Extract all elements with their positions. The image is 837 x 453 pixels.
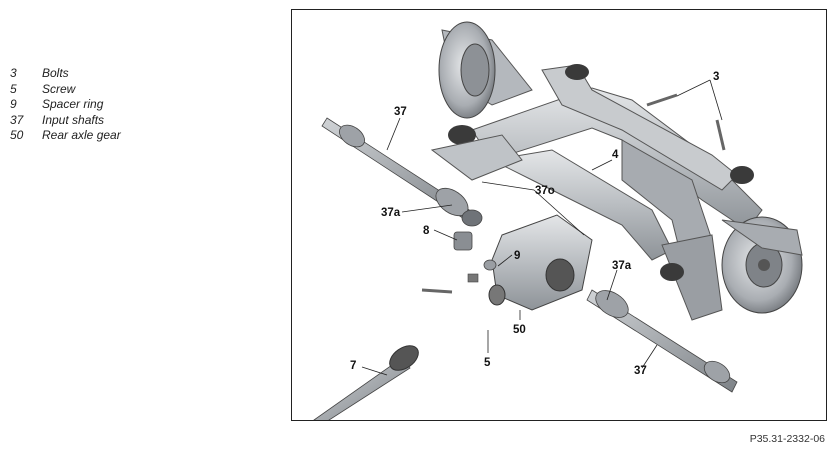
legend-row: 50 Rear axle gear bbox=[10, 128, 121, 144]
legend-number: 3 bbox=[10, 66, 17, 80]
callout-8: 8 bbox=[423, 225, 430, 237]
right-input-shaft bbox=[586, 289, 738, 393]
callout-50: 50 bbox=[513, 324, 526, 336]
callout-37a: 37a bbox=[381, 207, 401, 219]
leader-lines bbox=[361, 79, 723, 376]
callout-4: 4 bbox=[612, 149, 619, 161]
legend-number: 9 bbox=[10, 97, 17, 112]
right-wheel-hub bbox=[721, 216, 803, 314]
propeller-shaft bbox=[313, 345, 419, 420]
figure-code: P35.31-2332-06 bbox=[749, 433, 825, 445]
callout-37a-right: 37a bbox=[612, 260, 632, 272]
rear-axle-gear bbox=[483, 214, 593, 311]
parts-legend: 3 Bolts 5 Screw 9 Spacer ring 37 Input s… bbox=[10, 66, 121, 144]
callout-5: 5 bbox=[484, 357, 491, 369]
legend-text: Screw bbox=[42, 81, 76, 96]
legend-row: 3 Bolts bbox=[10, 66, 121, 82]
legend-text: Bolts bbox=[42, 66, 69, 80]
bolts bbox=[421, 93, 726, 294]
legend-row: 37 Input shafts bbox=[10, 113, 121, 129]
legend-row: 5 Screw bbox=[10, 82, 121, 98]
callout-7: 7 bbox=[350, 360, 356, 372]
legend-number: 5 bbox=[10, 81, 17, 96]
callout-9: 9 bbox=[514, 250, 520, 262]
legend-text: Rear axle gear bbox=[42, 128, 121, 143]
rear-subframe bbox=[430, 29, 763, 321]
legend-text: Spacer ring bbox=[42, 97, 104, 112]
rear-axle-exploded-view: 3 4 37 37o 37a 8 9 37a 50 5 7 37 bbox=[313, 21, 803, 420]
legend-row: 9 Spacer ring bbox=[10, 97, 121, 113]
legend-text: Input shafts bbox=[42, 112, 105, 127]
legend-number: 37 bbox=[10, 112, 24, 127]
left-input-shaft bbox=[321, 117, 483, 227]
left-wheel-hub bbox=[438, 21, 496, 119]
exploded-view-frame: 3 4 37 37o 37a 8 9 37a 50 5 7 37 bbox=[291, 9, 827, 421]
callout-37-bottom: 37 bbox=[634, 365, 647, 377]
callout-37: 37 bbox=[394, 106, 407, 118]
callout-3: 3 bbox=[713, 71, 719, 83]
spacer-ring bbox=[453, 231, 479, 283]
legend-number: 50 bbox=[10, 128, 24, 143]
callout-37o: 37o bbox=[535, 185, 555, 197]
